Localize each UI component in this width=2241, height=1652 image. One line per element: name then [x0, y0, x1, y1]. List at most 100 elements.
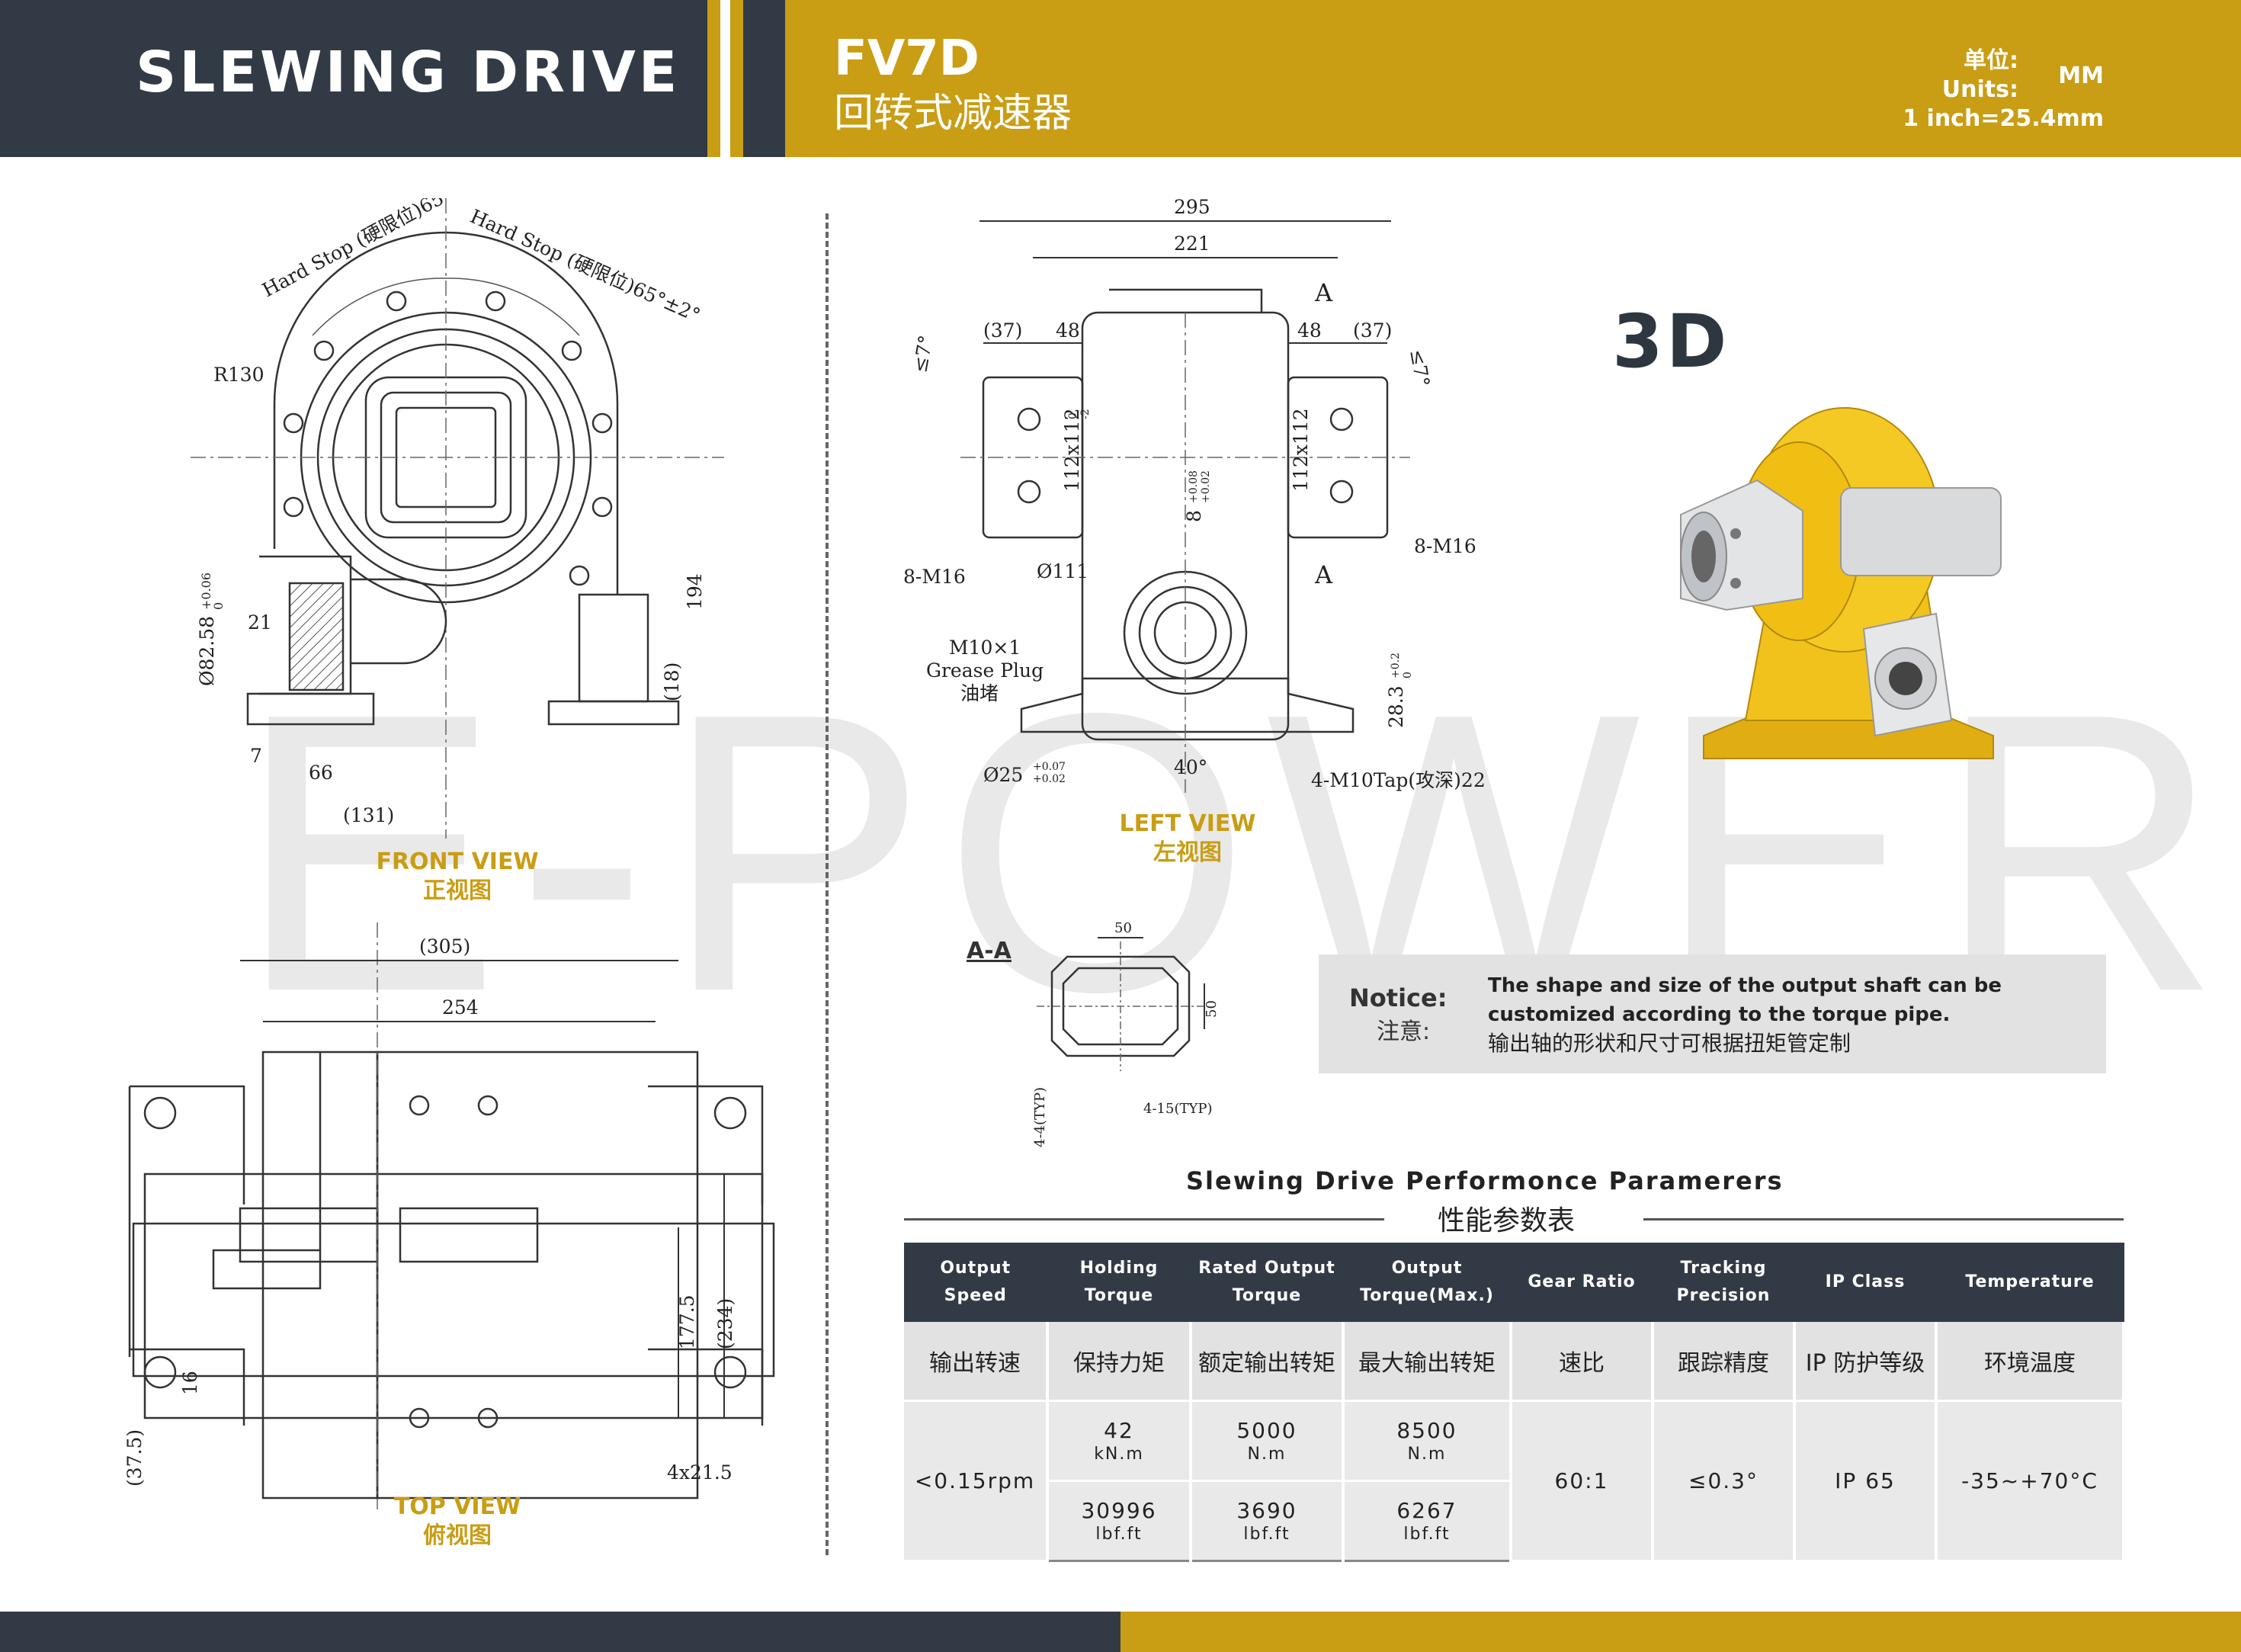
notice-text-en: The shape and size of the output shaft c…: [1488, 974, 2002, 1026]
dim-r130: R130: [213, 364, 264, 386]
dim-key-tol-low: +0.02: [1200, 470, 1212, 503]
top-view-label-cn: 俯视图: [423, 1522, 492, 1549]
dim-m16-right: 8-M16: [1414, 535, 1476, 557]
section-aa-label: A-A: [967, 938, 1011, 964]
dim-254: 254: [442, 996, 479, 1018]
dim-305: (305): [419, 935, 470, 958]
notice-title-en: Notice:: [1349, 983, 1448, 1012]
header-divider: [743, 0, 785, 157]
dim-28-3-tol-up: +0.2: [1390, 653, 1402, 678]
col-cn-holding-torque: 保持力矩: [1047, 1322, 1192, 1402]
units-value: MM: [2058, 63, 2104, 89]
col-cn-max-torque: 最大输出转矩: [1343, 1322, 1512, 1402]
dim-112-tol-up: 0: [1067, 412, 1079, 419]
dim-aa-4: 4-4(TYP): [1032, 1087, 1048, 1147]
front-view-label-cn: 正视图: [423, 877, 492, 904]
dim-112-tol-low: -2: [1079, 409, 1092, 419]
dim-aa-50-top: 50: [1114, 920, 1132, 936]
performance-title-rule-right: [1643, 1218, 2124, 1221]
front-view-label: FRONT VIEW 正视图: [335, 848, 579, 906]
dim-hard-stop-left: Hard Stop (硬限位)65°±2°: [258, 198, 489, 301]
inch-conversion: 1 inch=25.4mm: [1903, 105, 2104, 132]
vertical-divider: [826, 213, 829, 1555]
section-a-bottom: A: [1314, 560, 1333, 589]
dim-d25-tol-up: +0.07: [1033, 761, 1066, 773]
dim-194: 194: [684, 573, 706, 610]
dim-16: 16: [179, 1371, 201, 1395]
dim-40-deg: 40°: [1174, 756, 1207, 778]
table-header-cn-row: 输出转速 保持力矩 额定输出转矩 最大输出转矩 速比 跟踪精度 IP 防护等级 …: [904, 1322, 2125, 1402]
dim-112-left: 112x112: [1061, 408, 1083, 492]
performance-title-rule-left: [904, 1218, 1384, 1221]
3d-render: [1680, 407, 2002, 759]
dim-234: (234): [714, 1298, 736, 1349]
dim-21: 21: [248, 611, 272, 634]
dim-295: 295: [1174, 196, 1210, 218]
dim-angle-left: ≤7°: [909, 333, 937, 374]
units-en: Units:: [1941, 76, 2018, 103]
col-cn-output-speed: 输出转速: [904, 1322, 1049, 1402]
header-stripe: [707, 0, 720, 157]
section-aa-drawing: 50 50 4-4(TYP) 4-15(TYP): [1032, 920, 1220, 1147]
section-a-top: A: [1314, 278, 1333, 307]
dim-37-right: (37): [1353, 319, 1392, 342]
dim-aa-50-right: 50: [1204, 1000, 1220, 1018]
dim-key-tol-up: +0.08: [1188, 470, 1200, 503]
grease-plug-cn: 油堵: [960, 682, 999, 704]
dim-28-3: 28.3: [1385, 685, 1407, 728]
dim-tap: 4-M10Tap(攻深)22: [1311, 769, 1486, 791]
performance-subtitle: 性能参数表: [1438, 1205, 1576, 1237]
col-cn-temperature: 环境温度: [1936, 1322, 2125, 1402]
dim-177-5: 177.5: [676, 1294, 698, 1349]
cell-temperature: -35~+70°C: [1936, 1400, 2125, 1562]
col-temperature: Temperature: [1936, 1243, 2124, 1322]
left-view-label: LEFT VIEW 左视图: [1066, 810, 1310, 868]
dim-112-right: 112x112: [1290, 408, 1312, 492]
dim-d82-tol-low: 0: [211, 602, 226, 610]
grease-plug-label: Grease Plug: [926, 659, 1044, 682]
header-title-bar: SLEWING DRIVE: [0, 0, 707, 157]
front-view-label-en: FRONT VIEW: [376, 848, 539, 875]
notice-title-cn: 注意:: [1377, 1018, 1431, 1045]
dim-37-5: (37.5): [123, 1429, 146, 1487]
cell-gear-ratio: 60:1: [1511, 1400, 1654, 1562]
col-cn-ip: IP 防护等级: [1794, 1322, 1938, 1402]
col-cn-gear-ratio: 速比: [1511, 1322, 1654, 1402]
top-view-drawing: (305) 254 177.5 (234) 16 (37.5) 4x21.5: [123, 922, 775, 1509]
notice-text: The shape and size of the output shaft c…: [1488, 971, 2090, 1058]
dim-d82-tol-up: +0.06: [199, 573, 213, 610]
units-cn: 单位:: [1964, 47, 2018, 74]
dim-m16-left: 8-M16: [903, 566, 966, 588]
cell-ip: IP 65: [1794, 1400, 1938, 1562]
dim-28-3-tol-low: 0: [1402, 672, 1414, 678]
left-view-label-cn: 左视图: [1153, 839, 1222, 866]
left-view-drawing: 295 221 (37) 48 48 (37) ≤7° ≤7° A A 112x…: [903, 196, 1486, 793]
dim-angle-right: ≤7°: [1406, 348, 1434, 389]
dim-66: 66: [309, 762, 333, 784]
dim-48-right: 48: [1297, 319, 1322, 342]
performance-title: Slewing Drive Performonce Paramerers: [1186, 1166, 1784, 1195]
dim-221: 221: [1174, 233, 1210, 255]
dim-4x21-5: 4x21.5: [667, 1461, 733, 1484]
notice-box: Notice: 注意: The shape and size of the ou…: [1319, 954, 2106, 1073]
col-cn-rated-torque: 额定输出转矩: [1191, 1322, 1345, 1402]
model-name: FV7D: [834, 30, 979, 87]
header-model-bar: [785, 0, 2241, 157]
top-view-label: TOP VIEW 俯视图: [335, 1493, 579, 1551]
footer-bar-dark: [0, 1612, 1120, 1652]
dim-48-left: 48: [1056, 319, 1080, 342]
dim-7: 7: [250, 745, 262, 767]
top-view-label-en: TOP VIEW: [393, 1493, 521, 1520]
notice-text-cn: 输出轴的形状和尺寸可根据扭矩管定制: [1488, 1031, 1851, 1056]
3d-label: 3D: [1612, 299, 1730, 384]
dim-d111: Ø111: [1037, 560, 1088, 582]
dim-d25-tol-low: +0.02: [1033, 773, 1066, 785]
